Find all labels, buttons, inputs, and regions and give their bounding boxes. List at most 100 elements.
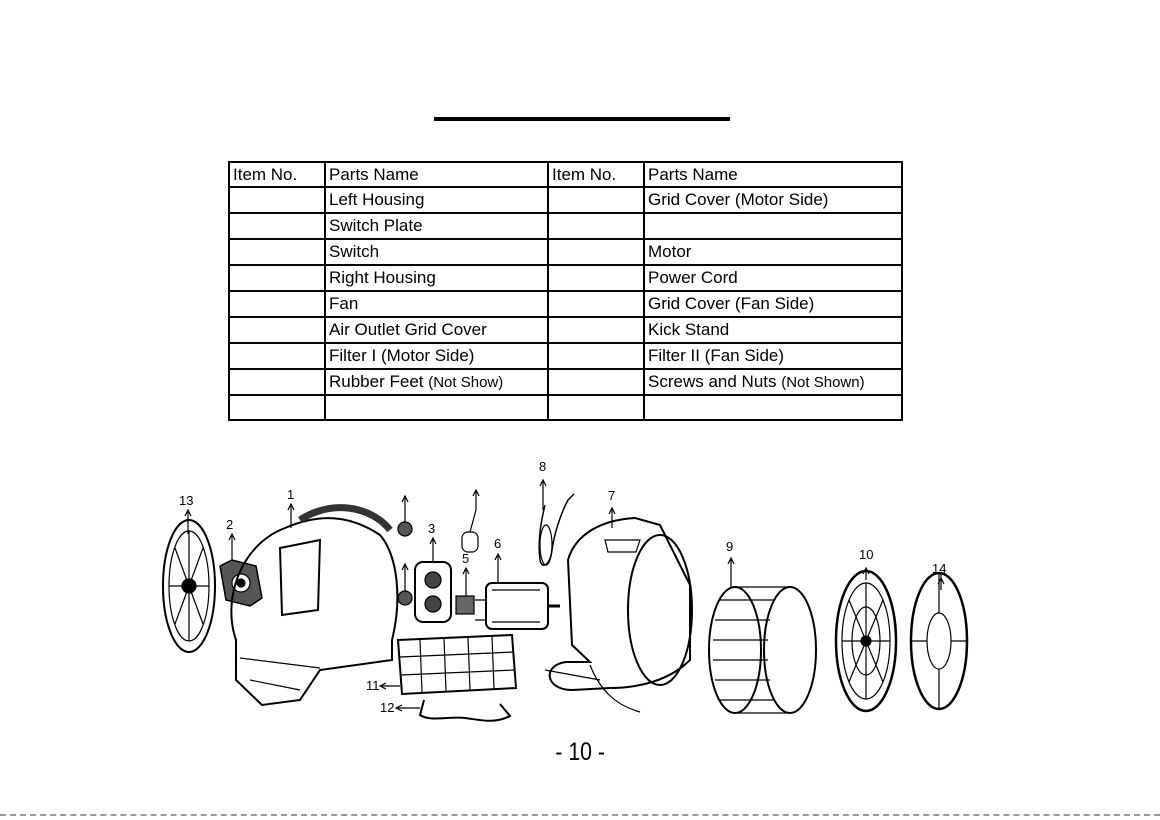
table-row: Left Housing Grid Cover (Motor Side) bbox=[228, 186, 903, 214]
part-name: Fan bbox=[329, 294, 359, 313]
air-outlet-grid-cover bbox=[396, 633, 518, 696]
callout-1: 1 bbox=[287, 487, 294, 502]
callout-13: 13 bbox=[179, 493, 193, 508]
part-name: Kick Stand bbox=[648, 320, 730, 339]
item-no-cell bbox=[228, 342, 326, 370]
grid-cover-motor-side bbox=[162, 519, 216, 653]
item-no-cell bbox=[547, 368, 645, 396]
part-name-cell: Left Housing bbox=[324, 186, 549, 214]
item-no-cell bbox=[228, 368, 326, 396]
part-name-cell: Rubber Feet (Not Show) bbox=[324, 368, 549, 396]
part-name: Grid Cover (Motor Side) bbox=[648, 190, 829, 209]
page-bottom-border bbox=[0, 814, 1160, 816]
part-name-cell: Filter I (Motor Side) bbox=[324, 342, 549, 370]
grid-cover-fan-side bbox=[834, 569, 898, 713]
part-name: Left Housing bbox=[329, 190, 425, 209]
part-name: Switch bbox=[329, 242, 380, 261]
part-name-cell bbox=[324, 394, 549, 421]
item-no-cell bbox=[228, 316, 326, 344]
part-name-cell: Switch bbox=[324, 238, 549, 266]
capacitor bbox=[461, 509, 479, 553]
item-no-cell bbox=[228, 186, 326, 214]
page-number-text: - 10 - bbox=[555, 738, 605, 766]
table-row: Switch Motor bbox=[228, 238, 903, 266]
part-name-cell: Kick Stand bbox=[643, 316, 903, 344]
part-name: Power Cord bbox=[648, 268, 738, 287]
part-name-cell: Air Outlet Grid Cover bbox=[324, 316, 549, 344]
part-name: Rubber Feet bbox=[329, 372, 429, 391]
item-no-cell bbox=[547, 186, 645, 214]
part-name-cell: Screws and Nuts (Not Shown) bbox=[643, 368, 903, 396]
item-no-cell bbox=[547, 290, 645, 318]
part-name: Filter I (Motor Side) bbox=[329, 346, 475, 365]
part-name: Screws and Nuts bbox=[648, 372, 782, 391]
motor bbox=[475, 582, 560, 630]
switch-knob bbox=[397, 590, 413, 606]
item-no-cell bbox=[228, 394, 326, 421]
part-name-cell: Filter II (Fan Side) bbox=[643, 342, 903, 370]
table-row: Fan Grid Cover (Fan Side) bbox=[228, 290, 903, 318]
switch bbox=[414, 561, 452, 623]
part-name-cell: Motor bbox=[643, 238, 903, 266]
table-row: Switch Plate bbox=[228, 212, 903, 240]
item-no-cell bbox=[547, 238, 645, 266]
switch-plate bbox=[219, 559, 263, 607]
exploded-parts-diagram: 13 2 1 3 5 6 8 7 9 10 14 11 12 bbox=[162, 459, 969, 722]
part-name-cell: Power Cord bbox=[643, 264, 903, 292]
part-name-cell: Fan bbox=[324, 290, 549, 318]
part-name-cell: Right Housing bbox=[324, 264, 549, 292]
callout-3: 3 bbox=[428, 521, 435, 536]
title-underline bbox=[434, 117, 730, 121]
part-name: Air Outlet Grid Cover bbox=[329, 320, 487, 339]
part-name: Switch Plate bbox=[329, 216, 423, 235]
part-note: (Not Shown) bbox=[781, 374, 865, 391]
table-row: Air Outlet Grid Cover Kick Stand bbox=[228, 316, 903, 344]
item-no-cell bbox=[547, 394, 645, 421]
part-name-cell: Switch Plate bbox=[324, 212, 549, 240]
item-no-cell bbox=[547, 212, 645, 240]
callout-12: 12 bbox=[380, 700, 394, 715]
header-item-no: Item No. bbox=[547, 161, 645, 188]
item-no-cell bbox=[547, 342, 645, 370]
item-no-cell bbox=[228, 212, 326, 240]
parts-table: Item No. Parts Name Item No. Parts Name … bbox=[228, 161, 903, 421]
callout-2: 2 bbox=[226, 517, 233, 532]
callout-arrows bbox=[184, 478, 945, 712]
table-header-row: Item No. Parts Name Item No. Parts Name bbox=[228, 161, 903, 188]
table-row bbox=[228, 394, 903, 421]
item-no-cell bbox=[547, 316, 645, 344]
left-housing bbox=[230, 504, 399, 707]
part-name-cell: Grid Cover (Fan Side) bbox=[643, 290, 903, 318]
part-name-cell bbox=[643, 212, 903, 240]
table-row: Filter I (Motor Side) Filter II (Fan Sid… bbox=[228, 342, 903, 370]
callout-5: 5 bbox=[462, 551, 469, 566]
callout-7: 7 bbox=[608, 488, 615, 503]
part-note: (Not Show) bbox=[428, 374, 504, 391]
fan bbox=[708, 586, 817, 714]
part-name-cell: Grid Cover (Motor Side) bbox=[643, 186, 903, 214]
kick-stand bbox=[418, 699, 512, 722]
filter-fan-side bbox=[909, 571, 969, 711]
table-row: Rubber Feet (Not Show) Screws and Nuts (… bbox=[228, 368, 903, 396]
power-cord bbox=[538, 493, 575, 566]
header-parts-name: Parts Name bbox=[324, 161, 549, 188]
header-item-no: Item No. bbox=[228, 161, 326, 188]
part-name-cell bbox=[643, 394, 903, 421]
part-name: Filter II (Fan Side) bbox=[648, 346, 785, 365]
motor-connector bbox=[455, 595, 475, 615]
header-parts-name: Parts Name bbox=[643, 161, 903, 188]
item-no-cell bbox=[228, 264, 326, 292]
callout-11: 11 bbox=[366, 678, 380, 693]
page-number: - 10 - bbox=[0, 738, 1160, 767]
table-row: Right Housing Power Cord bbox=[228, 264, 903, 292]
callout-8: 8 bbox=[539, 459, 546, 474]
right-housing bbox=[544, 516, 693, 713]
callout-10: 10 bbox=[859, 547, 873, 562]
item-no-cell bbox=[228, 290, 326, 318]
callout-9: 9 bbox=[726, 539, 733, 554]
part-name: Right Housing bbox=[329, 268, 436, 287]
part-name: Motor bbox=[648, 242, 692, 261]
part-name: Grid Cover (Fan Side) bbox=[648, 294, 815, 313]
switch-knob bbox=[397, 521, 413, 537]
item-no-cell bbox=[547, 264, 645, 292]
